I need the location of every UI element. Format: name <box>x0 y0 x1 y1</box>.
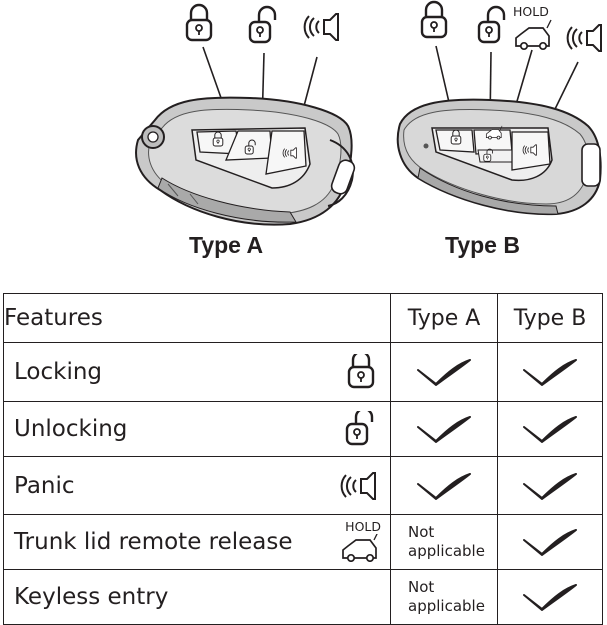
type-b-caption: Type B <box>445 232 520 258</box>
check-icon <box>523 416 577 443</box>
check-icon <box>523 472 577 500</box>
type-a-caption: Type A <box>189 232 264 258</box>
na-line-1: Not <box>408 523 435 541</box>
unlock-icon <box>345 411 374 446</box>
feature-name: Panic <box>14 472 75 499</box>
na-line-2: applicable <box>408 542 485 560</box>
features-header: Features <box>3 293 391 343</box>
lock-icon <box>185 3 213 42</box>
type-a-header: Type A <box>390 293 498 343</box>
key-fob-illustration: HOLD <box>135 0 602 226</box>
feature-name: Locking <box>14 359 103 385</box>
features-table: Features Type A Type B Locking Unlocking… <box>3 293 603 625</box>
feature-name: Trunk lid remote release <box>14 529 293 555</box>
table-row: Keyless entry Not applicable <box>3 569 603 625</box>
panic-icon <box>303 13 339 41</box>
table-row: Trunk lid remote release HOLD Not applic… <box>3 514 603 570</box>
trunk-icon-group: HOLD <box>339 519 381 567</box>
feature-name: Keyless entry <box>14 584 169 610</box>
panic-icon <box>566 24 602 52</box>
check-icon <box>523 359 577 386</box>
check-icon <box>417 472 471 500</box>
unlock-icon <box>248 5 277 44</box>
not-applicable-text: Not applicable <box>391 578 497 616</box>
check-icon <box>417 359 471 386</box>
trunk-icon <box>342 531 379 563</box>
na-line-2: applicable <box>408 597 485 615</box>
feature-name: Unlocking <box>14 416 128 442</box>
unlock-icon <box>477 5 506 44</box>
hold-label: HOLD <box>513 4 549 19</box>
lock-icon <box>347 354 375 389</box>
lock-icon <box>420 0 448 39</box>
check-icon <box>417 416 471 443</box>
not-applicable-text: Not applicable <box>391 523 497 561</box>
check-icon <box>523 584 577 611</box>
table-row: Locking <box>3 342 603 402</box>
table-row: Panic <box>3 456 603 515</box>
type-b-key-fob <box>396 98 602 216</box>
type-a-key-fob <box>135 96 356 226</box>
type-b-header: Type B <box>497 293 603 343</box>
hold-label: HOLD <box>345 519 381 534</box>
table-header-row: Features Type A Type B <box>3 293 603 343</box>
panic-icon <box>340 471 376 500</box>
check-icon <box>523 529 577 556</box>
table-row: Unlocking <box>3 401 603 457</box>
trunk-icon <box>515 19 552 51</box>
na-line-1: Not <box>408 578 435 596</box>
